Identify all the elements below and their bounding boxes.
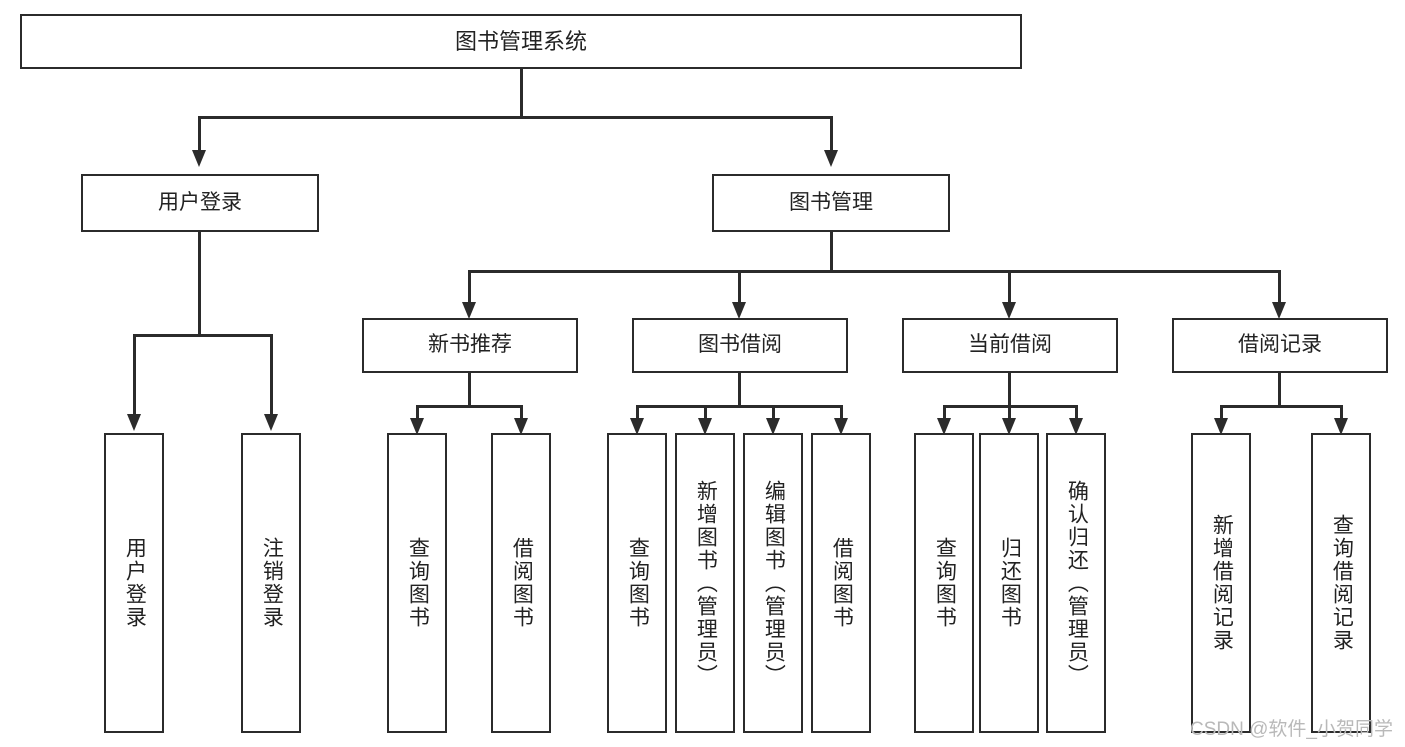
leaf-return-book[interactable]: 归还图书 <box>979 433 1039 733</box>
connector-bm-to-new-book-recommend <box>468 270 471 304</box>
node-label: 新增借阅记录 <box>1210 514 1234 652</box>
leaf-query-book-1[interactable]: 查询图书 <box>387 433 447 733</box>
connector-bb-stem <box>738 373 741 407</box>
node-label: 借阅图书 <box>510 537 534 629</box>
connector-root-bus <box>198 116 833 119</box>
node-label: 图书管理 <box>789 190 873 214</box>
node-label: 编辑图书（管理员） <box>762 479 786 687</box>
leaf-user-login[interactable]: 用户登录 <box>104 433 164 733</box>
node-label: 新增图书（管理员） <box>694 479 718 687</box>
node-label: 确认归还（管理员） <box>1065 479 1089 687</box>
connector-cb-to-leaf-3 <box>1075 405 1078 421</box>
node-root-book-management-system[interactable]: 图书管理系统 <box>20 14 1022 69</box>
node-current-borrow[interactable]: 当前借阅 <box>902 318 1118 373</box>
arrowhead-root-to-book-management <box>824 150 838 167</box>
node-label: 查询图书 <box>626 537 650 629</box>
node-label: 用户登录 <box>158 190 242 214</box>
connector-user-login-to-leaf-1 <box>133 334 136 416</box>
node-label: 借阅记录 <box>1238 333 1322 357</box>
arrowhead-nbr-to-leaf-1 <box>410 418 424 435</box>
leaf-borrow-book-1[interactable]: 借阅图书 <box>491 433 551 733</box>
connector-bm-to-current-borrow <box>1008 270 1011 304</box>
connector-user-login-bus <box>133 334 272 337</box>
node-user-login[interactable]: 用户登录 <box>81 174 319 232</box>
connector-root-stem <box>520 69 523 117</box>
node-label: 查询图书 <box>406 537 430 629</box>
leaf-query-book-3[interactable]: 查询图书 <box>914 433 974 733</box>
connector-root-to-user-login <box>198 116 201 152</box>
connector-bb-to-leaf-1 <box>636 405 639 421</box>
connector-bb-to-leaf-4 <box>840 405 843 421</box>
leaf-logout[interactable]: 注销登录 <box>241 433 301 733</box>
node-label: 当前借阅 <box>968 333 1052 357</box>
node-book-management[interactable]: 图书管理 <box>712 174 950 232</box>
arrowhead-bm-to-borrow-record <box>1272 302 1286 319</box>
node-label: 用户登录 <box>123 537 147 629</box>
node-label: 借阅图书 <box>830 537 854 629</box>
connector-bm-to-book-borrow <box>738 270 741 304</box>
leaf-query-record[interactable]: 查询借阅记录 <box>1311 433 1371 733</box>
connector-cb-to-leaf-1 <box>943 405 946 421</box>
node-label: 注销登录 <box>260 537 284 629</box>
connector-br-to-leaf-1 <box>1220 405 1223 421</box>
connector-nbr-to-leaf-2 <box>520 405 523 421</box>
connector-nbr-bus <box>416 405 522 408</box>
connector-cb-stem <box>1008 373 1011 407</box>
connector-user-login-stem <box>198 232 201 336</box>
node-book-borrow[interactable]: 图书借阅 <box>632 318 848 373</box>
arrowhead-bb-to-leaf-4 <box>834 418 848 435</box>
connector-br-stem <box>1278 373 1281 407</box>
connector-nbr-to-leaf-1 <box>416 405 419 421</box>
leaf-add-book[interactable]: 新增图书（管理员） <box>675 433 735 733</box>
arrowhead-br-to-leaf-1 <box>1214 418 1228 435</box>
connector-book-management-stem <box>830 232 833 272</box>
node-label: 归还图书 <box>998 537 1022 629</box>
connector-book-management-bus <box>468 270 1280 273</box>
node-label: 查询借阅记录 <box>1330 514 1354 652</box>
connector-br-bus <box>1220 405 1342 408</box>
connector-root-to-book-management <box>830 116 833 152</box>
node-new-book-recommend[interactable]: 新书推荐 <box>362 318 578 373</box>
arrowhead-cb-to-leaf-2 <box>1002 418 1016 435</box>
arrowhead-br-to-leaf-2 <box>1334 418 1348 435</box>
connector-cb-to-leaf-2 <box>1008 405 1011 421</box>
arrowhead-bb-to-leaf-1 <box>630 418 644 435</box>
arrowhead-bm-to-book-borrow <box>732 302 746 319</box>
leaf-confirm-return[interactable]: 确认归还（管理员） <box>1046 433 1106 733</box>
node-label: 查询图书 <box>933 537 957 629</box>
arrowhead-user-login-to-leaf-1 <box>127 414 141 431</box>
node-label: 图书管理系统 <box>454 28 587 54</box>
node-borrow-record[interactable]: 借阅记录 <box>1172 318 1388 373</box>
connector-user-login-to-leaf-2 <box>270 334 273 416</box>
node-label: 图书借阅 <box>698 333 782 357</box>
connector-bb-bus <box>636 405 842 408</box>
leaf-query-book-2[interactable]: 查询图书 <box>607 433 667 733</box>
arrowhead-nbr-to-leaf-2 <box>514 418 528 435</box>
leaf-borrow-book-2[interactable]: 借阅图书 <box>811 433 871 733</box>
leaf-add-record[interactable]: 新增借阅记录 <box>1191 433 1251 733</box>
arrowhead-cb-to-leaf-3 <box>1069 418 1083 435</box>
arrowhead-bb-to-leaf-3 <box>766 418 780 435</box>
arrowhead-bb-to-leaf-2 <box>698 418 712 435</box>
arrowhead-root-to-user-login <box>192 150 206 167</box>
connector-br-to-leaf-2 <box>1340 405 1343 421</box>
connector-bb-to-leaf-2 <box>704 405 707 421</box>
node-label: 新书推荐 <box>428 333 512 357</box>
connector-nbr-stem <box>468 373 471 407</box>
connector-bb-to-leaf-3 <box>772 405 775 421</box>
arrowhead-bm-to-current-borrow <box>1002 302 1016 319</box>
arrowhead-cb-to-leaf-1 <box>937 418 951 435</box>
arrowhead-user-login-to-leaf-2 <box>264 414 278 431</box>
arrowhead-bm-to-new-book-recommend <box>462 302 476 319</box>
leaf-edit-book[interactable]: 编辑图书（管理员） <box>743 433 803 733</box>
connector-bm-to-borrow-record <box>1278 270 1281 304</box>
